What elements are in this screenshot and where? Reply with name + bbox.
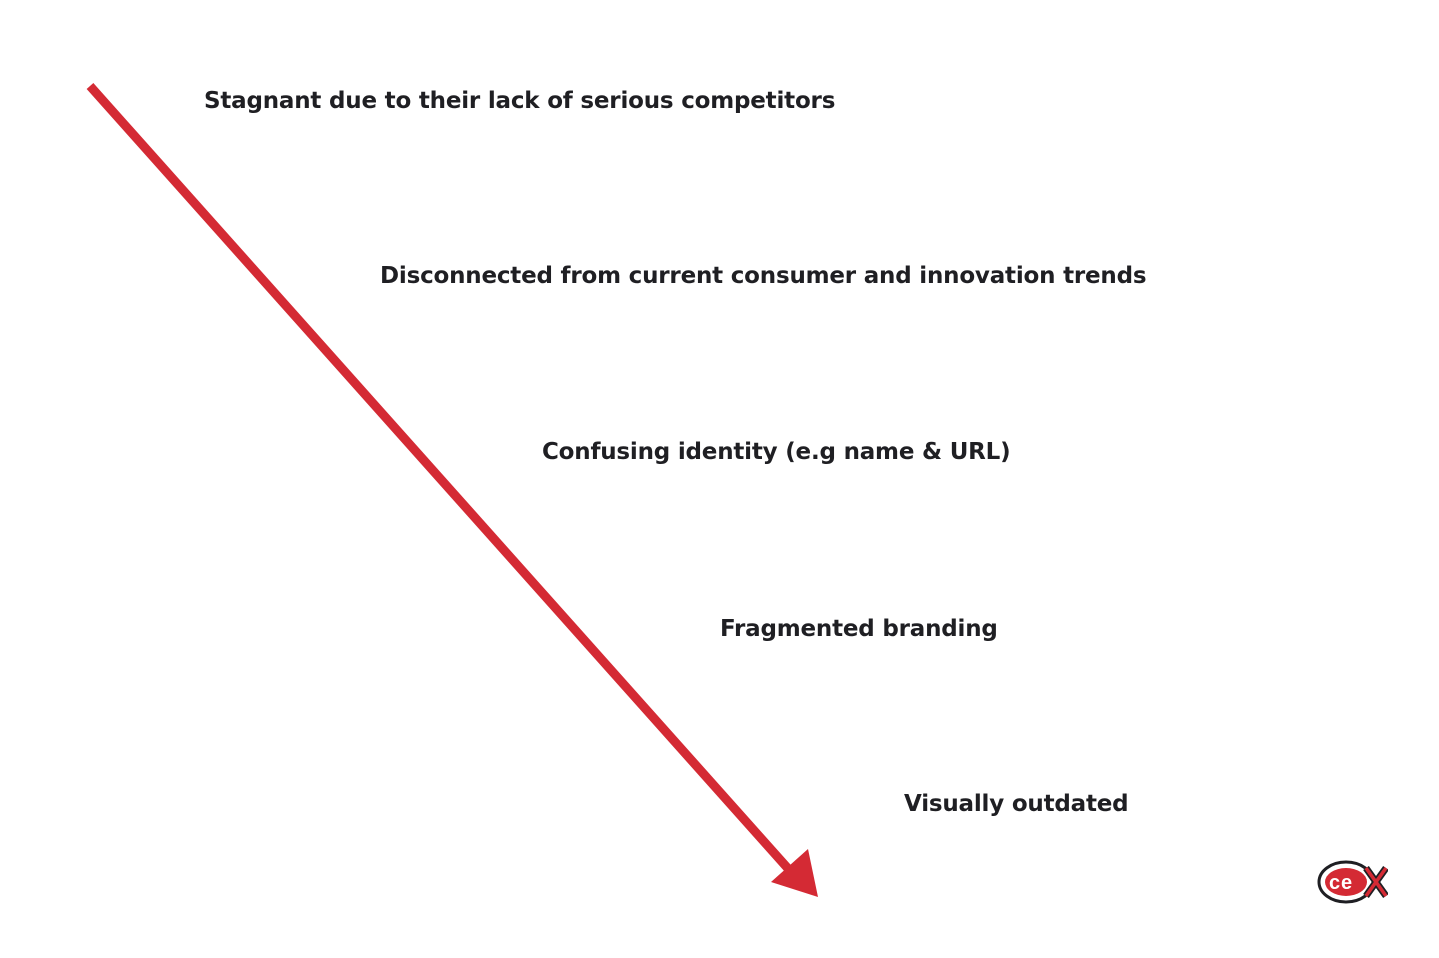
point-confusing-identity: Confusing identity (e.g name & URL)	[542, 439, 1011, 465]
point-stagnant: Stagnant due to their lack of serious co…	[204, 88, 836, 114]
decline-arrow-head	[771, 849, 818, 897]
svg-text:c: c	[1329, 872, 1340, 894]
point-fragmented-branding: Fragmented branding	[720, 616, 998, 642]
decline-arrow-shaft	[86, 83, 796, 876]
cex-logo-icon: c e	[1317, 860, 1388, 904]
point-visually-outdated: Visually outdated	[904, 791, 1129, 817]
point-disconnected: Disconnected from current consumer and i…	[380, 263, 1147, 289]
svg-text:e: e	[1341, 872, 1352, 894]
